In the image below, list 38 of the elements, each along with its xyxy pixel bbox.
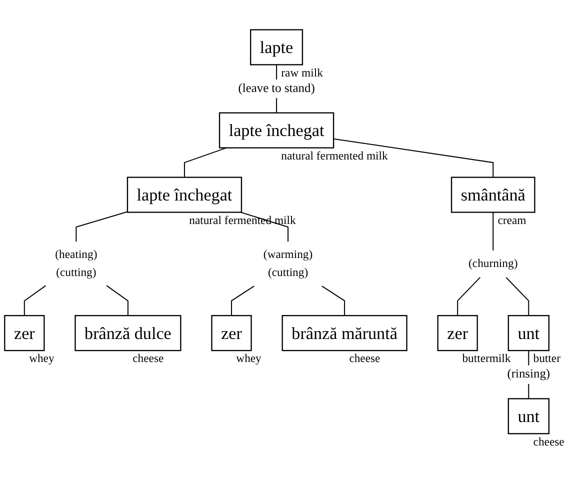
node-box: brânză măruntă — [282, 315, 408, 352]
connector — [106, 285, 128, 316]
connector — [184, 147, 227, 178]
node-box: brânză dulce — [74, 315, 182, 352]
edge-label: (leave to stand) — [238, 82, 315, 95]
node-box: unt — [508, 315, 550, 352]
connector — [333, 138, 494, 178]
node-text: (warming) (cutting) — [263, 248, 313, 279]
node-label: buttermilk — [462, 352, 511, 366]
connector — [322, 286, 346, 316]
connector — [506, 276, 530, 316]
node-label: cheese — [533, 435, 564, 448]
node-label: cheese — [132, 352, 164, 366]
node-box: zer — [4, 315, 45, 352]
node-box: lapte — [250, 29, 304, 66]
connector — [76, 211, 128, 242]
node-box: zer — [437, 315, 478, 352]
node-label: cheese — [349, 352, 380, 366]
node-label: cream — [498, 214, 526, 227]
node-box: lapte închegat — [218, 112, 334, 148]
node-text: (heating) (cutting) — [55, 248, 98, 279]
node-label: natural fermented milk — [189, 214, 296, 227]
node-label: raw milk — [281, 66, 323, 80]
node-box: smântână — [450, 176, 536, 213]
connector — [457, 276, 481, 316]
node-text: (churning) — [468, 258, 518, 270]
node-box: unt — [508, 398, 550, 434]
node-box: zer — [211, 315, 252, 352]
connector — [492, 212, 494, 251]
node-label: butter — [533, 352, 560, 366]
node-label: natural fermented milk — [281, 149, 388, 162]
node-label: whey — [236, 352, 262, 366]
connector — [24, 285, 46, 316]
connector — [240, 212, 289, 242]
connector — [231, 286, 254, 316]
edge-label: (rinsing) — [507, 368, 550, 381]
node-box: lapte închegat — [126, 176, 242, 213]
node-label: whey — [29, 352, 54, 366]
